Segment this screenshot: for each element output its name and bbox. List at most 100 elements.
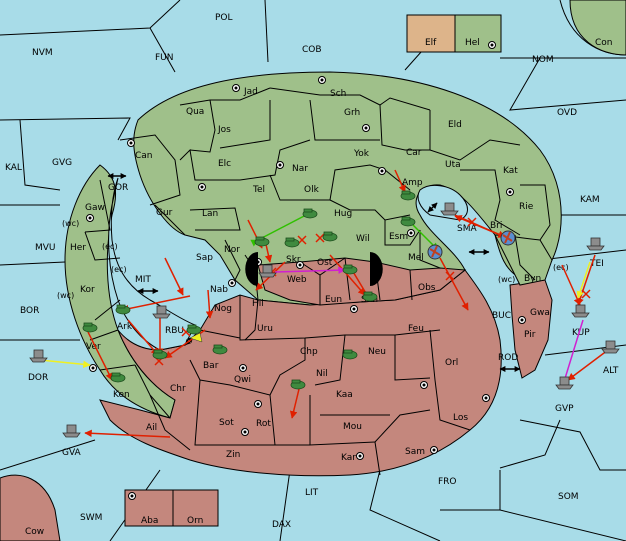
sea-label: ROD <box>498 353 518 363</box>
army-unit-icon <box>302 208 318 219</box>
province-label: Chr <box>170 384 186 394</box>
coast-label: (ec) <box>102 242 118 251</box>
power-legend: Elf Hel <box>406 14 502 53</box>
sea-label: RBU <box>165 326 184 336</box>
supply-center-icon <box>506 188 514 196</box>
move-order-arrow-icon <box>329 254 366 296</box>
province-label: Amp <box>402 178 423 188</box>
supply-center-icon <box>232 84 240 92</box>
support-order-line-icon <box>250 213 309 247</box>
retreat-order-arrow-icon <box>576 261 591 299</box>
move-order-arrow-icon <box>289 384 301 419</box>
province-label: Kaa <box>336 390 353 400</box>
province-label: Her <box>70 243 86 253</box>
supply-center-icon <box>318 76 326 84</box>
move-order-arrow-icon <box>84 429 171 438</box>
fleet-unit-icon <box>258 264 277 278</box>
dislodged-x-icon <box>315 233 325 243</box>
move-order-arrow-icon <box>439 257 469 311</box>
province-label: Nor <box>224 245 240 255</box>
province-label: Rie <box>519 202 534 212</box>
province-label: Skr <box>286 255 301 265</box>
canal-west-icon <box>245 252 258 286</box>
units-fleets <box>29 202 620 438</box>
province-label: Ark <box>117 322 133 332</box>
move-order-arrow-icon <box>87 331 113 381</box>
province-label: Sam <box>405 447 425 457</box>
sea-label: KAM <box>580 195 600 205</box>
province-label: Pir <box>524 330 536 340</box>
coast-label: (wc) <box>62 219 79 228</box>
sea-label: FUN <box>155 53 174 63</box>
province-label: Feu <box>408 324 424 334</box>
province-label: Sap <box>196 253 213 263</box>
army-unit-icon <box>110 372 126 383</box>
supply-center-icon <box>86 214 94 222</box>
fleet-unit-icon <box>29 349 48 363</box>
move-order-arrow-icon <box>127 319 159 356</box>
province-label: Mou <box>343 422 362 432</box>
province-label: Bar <box>203 361 219 371</box>
province-label: Kat <box>503 166 518 176</box>
army-unit-icon <box>212 344 228 355</box>
supply-center-icon <box>276 161 284 169</box>
sea-label: NVM <box>32 48 53 58</box>
sea-label: Con <box>595 38 613 48</box>
supply-center-icon <box>128 492 136 500</box>
province-label: Car <box>406 148 422 158</box>
sea-label: COB <box>302 45 322 55</box>
move-order-arrow-icon <box>394 169 406 193</box>
units-armies <box>82 190 416 390</box>
province-label: Nar <box>292 164 308 174</box>
move-order-arrow-icon <box>164 257 184 296</box>
army-unit-icon <box>284 237 300 248</box>
retreat-order-arrow-icon <box>39 359 91 369</box>
army-unit-icon <box>362 291 378 302</box>
province-label: Nog <box>214 304 232 314</box>
island-orn <box>172 489 219 527</box>
province-label: Nab <box>210 285 228 295</box>
move-order-arrow-icon <box>121 295 191 313</box>
sea-label: TEI <box>589 259 604 269</box>
supply-center-icon <box>362 124 370 132</box>
province-label: Kar <box>341 453 356 463</box>
sea-label: GVP <box>555 404 574 414</box>
province-label: Eun <box>325 295 342 305</box>
fleet-unit-icon <box>152 305 171 319</box>
province-label: Gaw <box>85 203 105 213</box>
sea-label: MIT <box>135 275 151 285</box>
army-unit-icon <box>115 304 131 315</box>
province-label: Ail <box>146 423 157 433</box>
fleet-unit-icon <box>601 340 620 354</box>
province-label: Chp <box>300 347 318 357</box>
supply-center-icon <box>488 41 496 49</box>
province-label: Ver <box>86 342 101 352</box>
army-unit-icon <box>400 216 416 227</box>
dislodged-x-icon <box>581 289 591 299</box>
supply-center-icon <box>198 183 206 191</box>
sea-label: Cow <box>25 527 44 537</box>
province-label: Lan <box>202 209 218 219</box>
supply-center-icon <box>241 428 249 436</box>
supply-center-icon <box>356 452 364 460</box>
coast-label: (ec) <box>553 263 569 272</box>
province-label: Kor <box>80 285 95 295</box>
sea-label: GVG <box>52 158 72 168</box>
fleet-unit-icon <box>440 202 459 216</box>
dislodged-x-icon <box>445 271 455 281</box>
globe-icon <box>500 230 516 246</box>
sea-label: GOR <box>108 183 128 193</box>
province-label: Ken <box>113 390 130 400</box>
province-label: Los <box>453 413 468 423</box>
supply-centers <box>86 41 526 500</box>
province-label: Yok <box>353 149 370 159</box>
army-unit-icon <box>342 264 358 275</box>
sea-label: NOM <box>532 55 554 65</box>
army-unit-icon <box>152 349 168 360</box>
fleet-unit-icon <box>571 304 590 318</box>
legend-elf: Elf <box>425 38 437 48</box>
province-label: Hil <box>252 299 264 309</box>
